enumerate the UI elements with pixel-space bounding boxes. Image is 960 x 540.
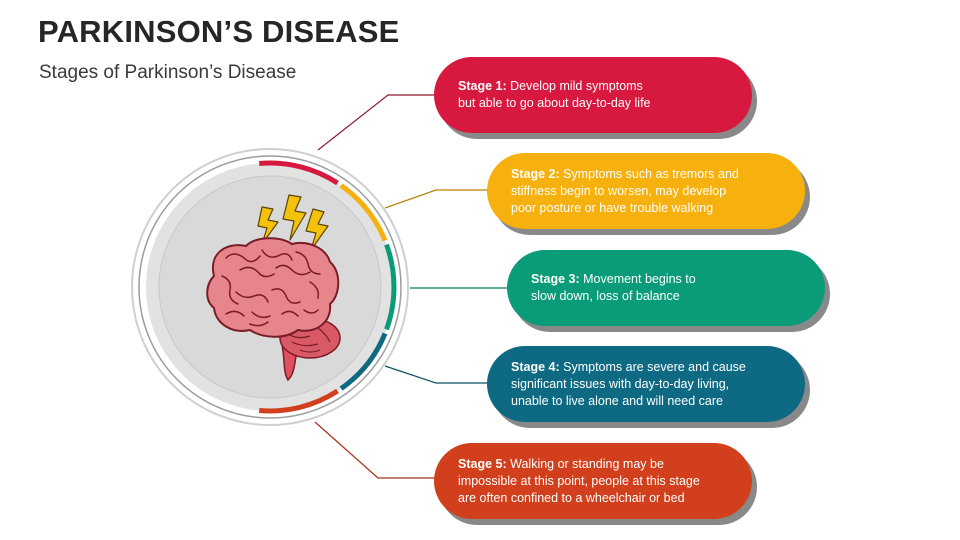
stage-2-line-1: Stage 2: Symptoms such as tremors and — [511, 166, 781, 183]
stage-1-text: but able to go about day-to-day life — [458, 96, 651, 110]
stage-arc-3 — [384, 243, 397, 331]
stage-2-text: poor posture or have trouble walking — [511, 200, 714, 215]
stage-2-label: Stage 2: — [511, 166, 560, 181]
stage-3-text: slow down, loss of balance — [531, 289, 680, 303]
stage-1-line-2: but able to go about day-to-day life — [458, 95, 728, 112]
stage-4-line-3: unable to live alone and will need care — [511, 393, 781, 410]
stage-3-label: Stage 3: — [531, 272, 580, 286]
brain-icon — [206, 237, 341, 382]
stage-2-line-3: poor posture or have trouble walking — [511, 200, 781, 217]
stage-5-line-2: impossible at this point, people at this… — [458, 473, 728, 490]
stage-5-line-1: Stage 5: Walking or standing may be — [458, 456, 728, 473]
stage-5-text: Walking or standing may be — [510, 456, 664, 471]
page-title: PARKINSON’S DISEASE — [38, 14, 400, 49]
connector-stage-2 — [384, 189, 490, 209]
stage-5-text: are often confined to a wheelchair or be… — [458, 490, 685, 505]
stage-1-label: Stage 1: — [458, 79, 507, 93]
stage-3-line-1: Stage 3: Movement begins to — [531, 271, 801, 288]
stage-4-text: unable to live alone and will need care — [511, 393, 723, 408]
stage-arc-5 — [258, 388, 339, 414]
stage-2-line-2: stiffness begin to worsen, may develop — [511, 183, 781, 200]
stage-2-text: stiffness begin to worsen, may develop — [511, 183, 727, 198]
stage-4-line-2: significant issues with day-to-day livin… — [511, 376, 781, 393]
page-subtitle: Stages of Parkinson’s Disease — [39, 62, 297, 83]
stage-4-text: Symptoms are severe and cause — [563, 359, 746, 374]
stage-arc-4 — [339, 332, 388, 391]
stage-1-line-1: Stage 1: Develop mild symptoms — [458, 78, 728, 95]
stage-4-text: significant issues with day-to-day livin… — [511, 376, 730, 391]
connector-stage-4 — [384, 365, 490, 384]
stage-5-label: Stage 5: — [458, 456, 507, 471]
stage-5-line-3: are often confined to a wheelchair or be… — [458, 490, 728, 507]
stage-1-text: Develop mild symptoms — [510, 79, 643, 93]
stage-4-label: Stage 4: — [511, 359, 560, 374]
stage-3-text: Movement begins to — [583, 272, 696, 286]
lightning-bolt-icon — [257, 194, 329, 251]
connector-stage-1 — [317, 94, 436, 151]
stage-3-line-2: slow down, loss of balance — [531, 288, 801, 305]
stage-arc-2 — [339, 183, 388, 242]
stage-2-text: Symptoms such as tremors and — [563, 166, 739, 181]
stage-arcs — [258, 160, 397, 414]
connector-stage-5 — [314, 421, 436, 479]
stage-arc-1 — [258, 160, 339, 186]
stage-4-line-1: Stage 4: Symptoms are severe and cause — [511, 359, 781, 376]
stage-5-text: impossible at this point, people at this… — [458, 473, 700, 488]
